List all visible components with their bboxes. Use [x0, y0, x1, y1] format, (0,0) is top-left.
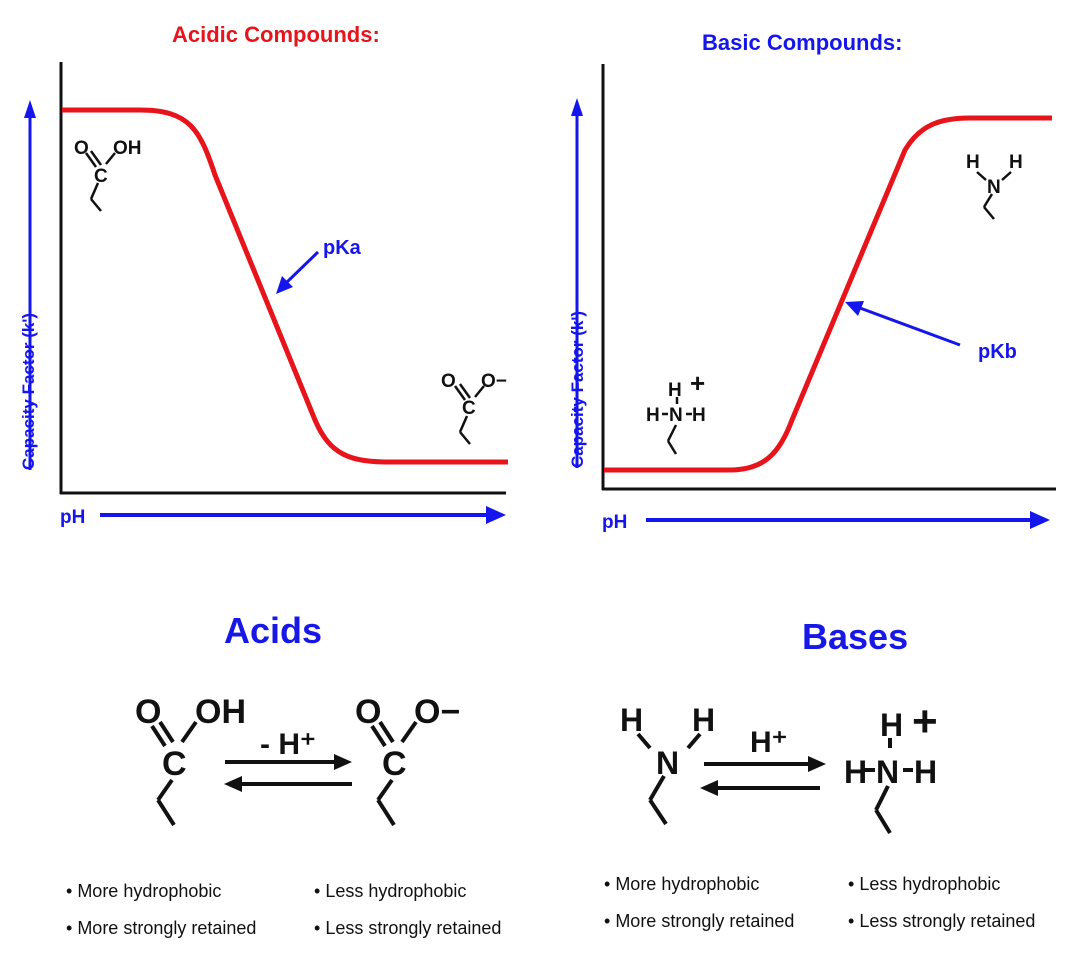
acids-bullet-left-2: • More strongly retained — [66, 918, 257, 938]
basic-y-label: Capacity Factor (k') — [568, 311, 587, 468]
small-carboxylate — [453, 383, 485, 445]
small-carboxylate-c: C — [462, 398, 476, 419]
ammonium-plus: + — [912, 697, 938, 746]
small-ammonium-h-right: H — [692, 405, 706, 426]
acids-heading: Acids — [224, 610, 323, 651]
ammonium-n: N — [876, 754, 899, 790]
acidic-x-label: pH — [60, 507, 85, 528]
acidic-title: Acidic Compounds: — [172, 22, 380, 47]
carboxylate-ominus: O− — [414, 693, 460, 731]
pkb-arrow — [859, 306, 961, 347]
pka-arrowhead — [276, 276, 293, 294]
acidic-y-label: Capacity Factor (k') — [19, 313, 38, 470]
small-ammonium-plus: + — [690, 368, 705, 398]
small-amine-h2: H — [1009, 152, 1023, 173]
acid-c: C — [162, 745, 187, 783]
pka-arrow — [283, 250, 320, 286]
ammonium-h-right: H — [914, 754, 937, 790]
acid-oh: OH — [195, 693, 246, 731]
bases-bullet-left-2: • More strongly retained — [604, 911, 795, 931]
small-ammonium-h-top: H — [668, 380, 682, 401]
basic-x-arrowhead — [1030, 511, 1050, 529]
base-reaction-label: H⁺ — [750, 726, 788, 759]
pka-label: pKa — [323, 237, 362, 259]
acids-bullet-right-2: • Less strongly retained — [314, 918, 502, 938]
small-amine — [976, 171, 1012, 220]
acidic-chart: Capacity Factor (k') pH pKa O OH C O O− … — [19, 62, 508, 528]
acids-equilibrium: O OH C - H⁺ O O− C — [135, 693, 460, 827]
basic-y-arrowhead — [571, 98, 583, 116]
pkb-label: pKb — [978, 341, 1017, 363]
small-carboxylic-acid — [84, 150, 116, 212]
small-ammonium-n: N — [669, 405, 683, 426]
amine-h-right: H — [692, 702, 715, 738]
acid-reaction-label: - H⁺ — [260, 728, 316, 761]
bases-bullet-right-2: • Less strongly retained — [848, 911, 1036, 931]
small-amine-n: N — [987, 177, 1001, 198]
basic-chart: Capacity Factor (k') pH pKb H H N H + H … — [568, 64, 1056, 533]
small-carboxylate-o: O — [441, 371, 456, 392]
ammonium — [863, 738, 913, 835]
bases-equilibrium: H H N H⁺ H + H N H — [620, 697, 938, 835]
acidic-y-arrowhead — [24, 100, 36, 118]
small-amine-h1: H — [966, 152, 980, 173]
acids-bullet-left-1: • More hydrophobic — [66, 881, 222, 901]
carboxylic-acid — [150, 720, 198, 827]
small-acid-c: C — [94, 166, 108, 187]
small-acid-oh: OH — [113, 138, 142, 159]
carboxylate-c: C — [382, 745, 407, 783]
amine-h-left: H — [620, 702, 643, 738]
small-ammonium — [662, 397, 692, 455]
pkb-arrowhead — [845, 301, 864, 316]
basic-title: Basic Compounds: — [702, 30, 903, 55]
acidic-x-arrowhead — [486, 506, 506, 524]
carboxylate — [370, 720, 418, 827]
bases-heading: Bases — [802, 616, 909, 657]
carboxylate-o: O — [355, 693, 381, 731]
small-ammonium-h-left: H — [646, 405, 660, 426]
bases-bullet-right-1: • Less hydrophobic — [848, 874, 1001, 894]
ammonium-h-top: H — [880, 707, 903, 743]
acid-o: O — [135, 693, 161, 731]
small-acid-o: O — [74, 138, 89, 159]
amine-n: N — [656, 745, 679, 781]
basic-curve — [604, 115, 1052, 473]
ammonium-h-left: H — [844, 754, 867, 790]
amine — [636, 732, 702, 826]
bases-bullet-left-1: • More hydrophobic — [604, 874, 760, 894]
acidic-curve — [62, 107, 508, 465]
acids-bullet-right-1: • Less hydrophobic — [314, 881, 467, 901]
basic-x-label: pH — [602, 512, 627, 533]
small-carboxylate-ominus: O− — [481, 371, 507, 392]
